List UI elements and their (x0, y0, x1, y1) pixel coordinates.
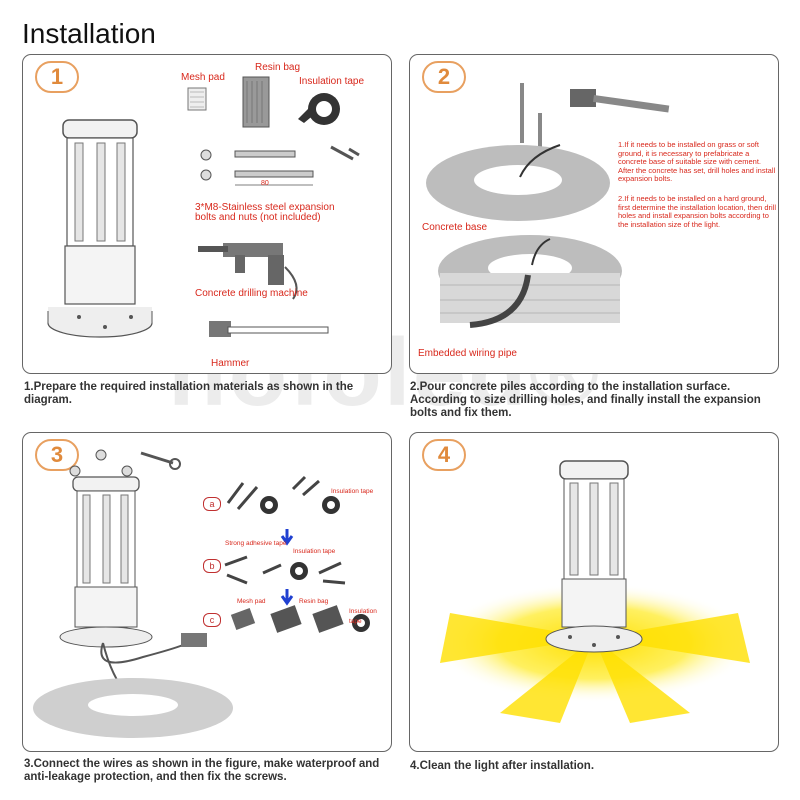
step-1-caption: 1.Prepare the required installation mate… (24, 381, 354, 406)
step-1-badge: 1 (35, 61, 79, 93)
step-c-mesh-pad-label: Mesh pad (237, 598, 266, 605)
step-4-illustration (434, 460, 754, 723)
step-c-resin-bag-label: Resin bag (299, 598, 329, 605)
step-4-badge: 4 (422, 439, 466, 471)
step-2-illustration (426, 83, 670, 328)
hard-ground-note: 2.If it needs to be installed on a hard … (618, 194, 776, 229)
strong-adhesive-label: Strong adhesive tape (225, 540, 287, 547)
step-2-caption: 2.Pour concrete piles according to the i… (410, 381, 761, 419)
step-3-illustration (33, 449, 370, 738)
page-title: Installation (22, 18, 156, 49)
mesh-pad-label: Mesh pad (181, 72, 225, 83)
hammer-label: Hammer (211, 358, 250, 369)
step-a-marker: a (203, 497, 221, 511)
drill-label: Concrete drilling machine (195, 288, 308, 299)
bolt-dimension-label: 80 (261, 180, 269, 187)
step-b-marker: b (203, 559, 221, 573)
step-3-caption: 3.Connect the wires as shown in the figu… (24, 758, 380, 783)
soft-ground-note: 1.If it needs to be installed on grass o… (618, 140, 776, 183)
step-4-panel: 4 (409, 432, 779, 752)
step-1-panel: 1 Mesh pad (22, 54, 392, 374)
bolts-label-line2: bolts and nuts (not included) (195, 212, 321, 223)
step-3-panel: 3 a b c (22, 432, 392, 752)
step-c-marker: c (203, 613, 221, 627)
wiring-pipe-label: Embedded wiring pipe (418, 348, 517, 359)
resin-bag-label: Resin bag (255, 62, 301, 73)
step-4-caption: 4.Clean the light after installation. (410, 760, 595, 772)
step-2-badge: 2 (422, 61, 466, 93)
insulation-tape-label: Insulation tape (299, 76, 365, 87)
step-2-panel: 2 1.If it needs to be installed on grass… (409, 54, 779, 374)
step-a-tape-label: Insulation tape (331, 488, 374, 495)
step-c-tape-label: Insulation tape (349, 608, 377, 625)
step-1-illustration (47, 76, 360, 338)
step-b-tape-label: Insulation tape (293, 548, 336, 555)
concrete-base-label: Concrete base (422, 222, 488, 233)
step-3-badge: 3 (35, 439, 79, 471)
bolts-label-line1: 3*M8-Stainless steel expansion (195, 202, 335, 213)
